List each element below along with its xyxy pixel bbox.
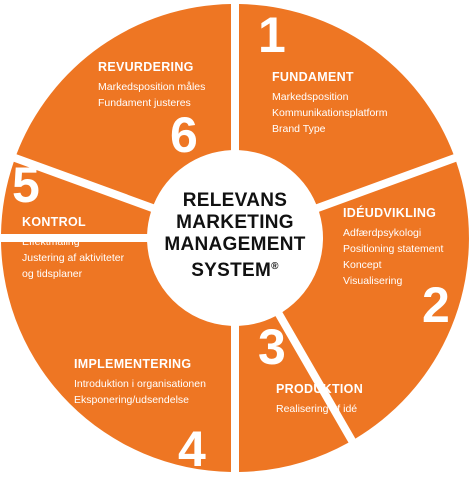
segment-3-produktion: PRODUKTION Realisering af idé bbox=[276, 382, 363, 417]
segment-6-item: Markedsposition måles bbox=[98, 81, 206, 93]
segment-6-number: 6 bbox=[170, 107, 198, 163]
segment-6-revurdering-wedge bbox=[16, 4, 231, 205]
segment-4-title: IMPLEMENTERING bbox=[74, 357, 192, 371]
segment-5-item: Justering af aktiviteter bbox=[22, 252, 125, 264]
segment-1-item: Markedsposition bbox=[272, 91, 349, 103]
segment-6-item: Fundament justeres bbox=[98, 97, 191, 109]
segment-2-title: IDÉUDVIKLING bbox=[343, 206, 437, 220]
segment-4-number: 4 bbox=[178, 421, 206, 477]
segment-1-fundament-wedge bbox=[239, 4, 454, 205]
segment-3-number: 3 bbox=[258, 319, 286, 375]
segment-3-item: Realisering af idé bbox=[276, 403, 358, 415]
segment-5-item: Effektmåling bbox=[22, 236, 80, 248]
center-system-word: SYSTEM bbox=[191, 260, 272, 281]
segment-2-item: Visualisering bbox=[343, 275, 403, 287]
segment-2-item: Positioning statement bbox=[343, 243, 444, 255]
segment-6-title: REVURDERING bbox=[98, 60, 194, 74]
center-line-3: MANAGEMENT bbox=[164, 234, 306, 255]
segment-2-item: Adfærdpsykologi bbox=[343, 227, 422, 239]
segment-1-fundament: FUNDAMENT Markedsposition Kommunikations… bbox=[272, 70, 388, 137]
segment-1-item: Kommunikationsplatform bbox=[272, 107, 388, 119]
segment-5-kontrol-wedge bbox=[1, 161, 151, 234]
segment-5-title: KONTROL bbox=[22, 215, 86, 229]
segment-3-produktion-wedge bbox=[239, 316, 349, 472]
center-line-4: SYSTEM® bbox=[145, 256, 325, 282]
segment-1-number: 1 bbox=[258, 7, 286, 63]
segment-4-implementering-wedge bbox=[1, 242, 231, 472]
segment-4-implementering: IMPLEMENTERING Introduktion i organisati… bbox=[74, 357, 206, 408]
segment-3-title: PRODUKTION bbox=[276, 382, 364, 396]
segment-5-number: 5 bbox=[12, 157, 40, 213]
segment-5-item: og tidsplaner bbox=[22, 268, 83, 280]
center-line-1: RELEVANS bbox=[182, 190, 288, 211]
segment-2-ideudvikling-wedge bbox=[282, 161, 469, 439]
segment-2-ideudvikling: IDÉUDVIKLING Adfærdpsykologi Positioning… bbox=[343, 206, 443, 289]
segment-2-number: 2 bbox=[422, 277, 450, 333]
segment-6-revurdering: REVURDERING Markedsposition måles Fundam… bbox=[98, 60, 205, 111]
segment-1-title: FUNDAMENT bbox=[272, 70, 354, 84]
segment-4-item: Introduktion i organisationen bbox=[74, 378, 206, 390]
registered-mark: ® bbox=[271, 261, 279, 272]
segment-5-kontrol: KONTROL Effektmåling Justering af aktivi… bbox=[22, 215, 124, 282]
center-title: RELEVANS MARKETING MANAGEMENT SYSTEM® bbox=[145, 190, 325, 282]
segment-2-item: Koncept bbox=[343, 259, 382, 271]
segment-1-item: Brand Type bbox=[272, 123, 326, 135]
segment-4-item: Eksponering/udsendelse bbox=[74, 394, 189, 406]
center-line-2: MARKETING bbox=[176, 212, 294, 233]
